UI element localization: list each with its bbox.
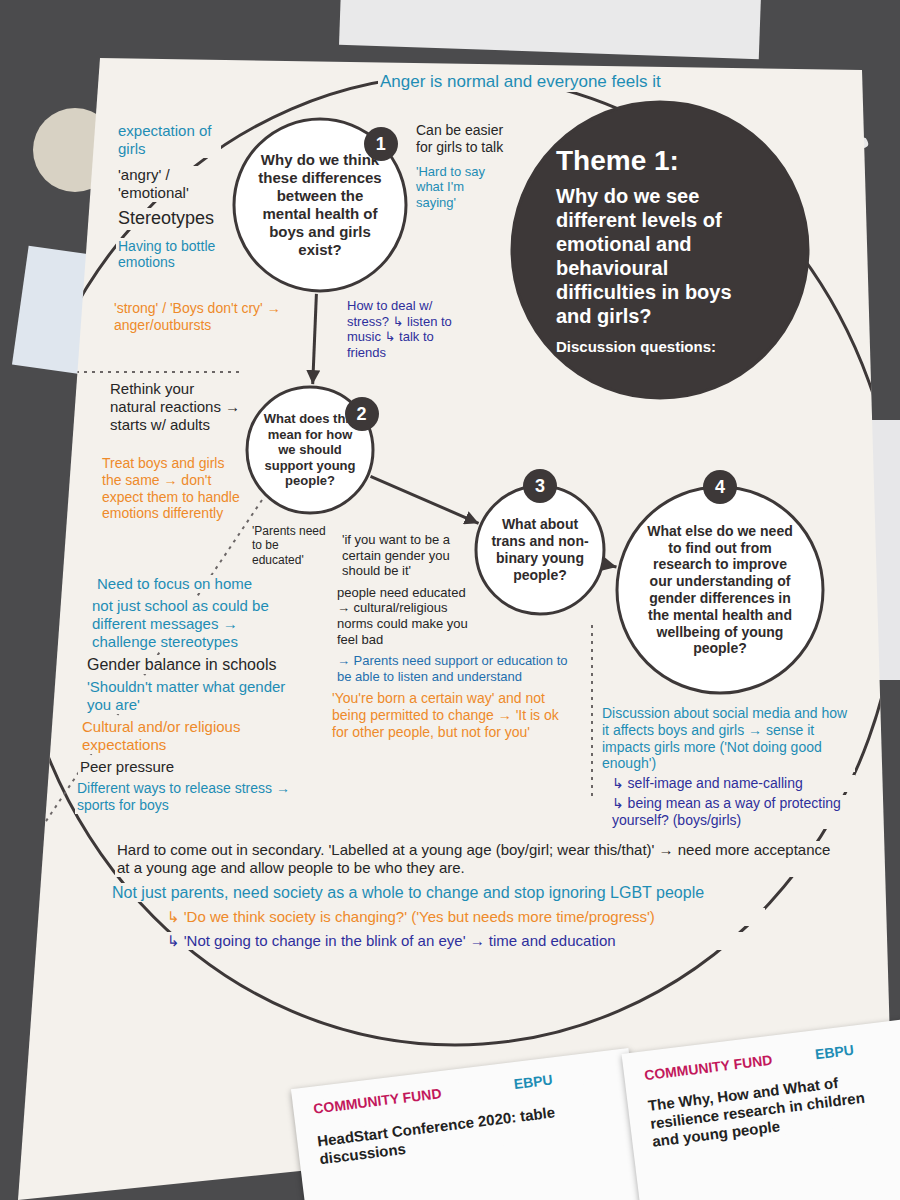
theme-circle: Theme 1: Why do we see different levels o… [510, 100, 810, 400]
handwritten-note: How to deal w/ stress? ↳ listen to music… [345, 298, 457, 360]
handwritten-note: 'strong' / 'Boys don't cry' → anger/outb… [112, 300, 302, 334]
handwritten-note: Hard to come out in secondary. 'Labelled… [115, 841, 835, 877]
circle-text-group: Why do we think these differences betwee… [256, 151, 384, 259]
circle-shape [234, 119, 406, 291]
flow-arrow [605, 565, 616, 568]
handwritten-note: people need educated → cultural/religiou… [335, 585, 470, 647]
callout-number: 4 [703, 470, 737, 504]
handwritten-note: ↳ self-image and name-calling [610, 775, 855, 792]
handwritten-note: Different ways to release stress → sport… [75, 780, 300, 814]
handout-text: COMMUNITY FUND [310, 1080, 481, 1117]
handwritten-note: 'Hard to say what I'm saying' [414, 164, 506, 211]
circle-shape [512, 102, 808, 398]
handout-text: COMMUNITY FUND [641, 1048, 802, 1084]
handwritten-note: ↳ 'Do we think society is changing?' ('Y… [165, 908, 765, 926]
circle-body: What else do we need to find out from re… [615, 485, 825, 695]
handwritten-note: not just school as could be different me… [90, 597, 300, 651]
theme-heading: Theme 1: [556, 144, 764, 178]
handwritten-note: expectation of girls [116, 122, 221, 158]
circle-text-group: What does this mean for how we should su… [261, 411, 359, 489]
handwritten-note: ↳ being mean as a way of protecting your… [610, 795, 855, 829]
paper-strip [339, 0, 761, 59]
question-text: What does this mean for how we should su… [261, 411, 359, 489]
handwritten-note: ↳ 'Not going to change in the blink of a… [165, 932, 765, 950]
handwritten-note: Can be easier for girls to talk [414, 122, 506, 156]
question-text: What else do we need to find out from re… [642, 523, 798, 657]
handwritten-note: Not just parents, need society as a whol… [110, 883, 750, 902]
handwritten-note: Need to focus on home [95, 575, 300, 593]
handwritten-note: Discussion about social media and how it… [600, 705, 855, 772]
question-text: What about trans and non-binary young pe… [490, 516, 590, 583]
poster-sheet [18, 58, 892, 1200]
handwritten-note: 'You're born a certain way' and not bein… [330, 690, 580, 740]
question-circle: What else do we need to find out from re… [615, 485, 825, 695]
handwritten-note: Peer pressure [78, 758, 298, 776]
handwritten-note: Rethink your natural reactions → starts … [108, 380, 243, 434]
question-text: Why do we think these differences betwee… [256, 151, 384, 259]
handwritten-note: Anger is normal and everyone feels it [378, 72, 668, 92]
outer-circle [10, 75, 900, 1045]
flow-arrow [371, 476, 479, 523]
handout-text: The Why, How and What of resilience rese… [645, 1067, 900, 1151]
circle-text-group: Theme 1: Why do we see different levels o… [556, 144, 764, 356]
circle-body: What about trans and non-binary young pe… [474, 484, 606, 616]
handwritten-note: 'Shouldn't matter what gender you are' [85, 678, 300, 714]
handout-text: EBPU [511, 1067, 592, 1093]
question-circle: What does this mean for how we should su… [245, 385, 375, 515]
handwritten-note: Treat boys and girls the same → don't ex… [100, 455, 242, 522]
callout-number: 3 [523, 469, 557, 503]
handwritten-note: 'angry' / 'emotional' [116, 166, 228, 202]
theme-subheading: Discussion questions: [556, 338, 764, 356]
circle-text-group: What about trans and non-binary young pe… [490, 516, 590, 583]
handwritten-note: 'Parents need to be educated' [250, 524, 332, 567]
handwritten-note: Having to bottle emotions [116, 238, 228, 272]
handwritten-note: 'if you want to be a certain gender you … [340, 532, 468, 579]
handout-text: EBPU [812, 1038, 884, 1063]
handwritten-note: Cultural and/or religious expectations [80, 718, 300, 754]
circle-text-group: What else do we need to find out from re… [642, 523, 798, 657]
handwritten-note: → Parents need support or education to b… [335, 653, 575, 684]
callout-number: 2 [345, 397, 379, 431]
theme-question: Why do we see different levels of emotio… [556, 184, 764, 328]
question-circle: Why do we think these differences betwee… [232, 117, 408, 293]
callout-number: 1 [364, 127, 398, 161]
divider-line [60, 371, 240, 373]
handwritten-note: Stereotypes [116, 208, 228, 230]
circle-shape [476, 486, 604, 614]
question-circle: What about trans and non-binary young pe… [474, 484, 606, 616]
circle-shape [617, 487, 823, 693]
circle-body: Theme 1: Why do we see different levels o… [510, 100, 810, 400]
flow-arrow [313, 294, 317, 384]
handwritten-note: Gender balance in schools [85, 655, 300, 674]
divider-line [591, 625, 593, 800]
